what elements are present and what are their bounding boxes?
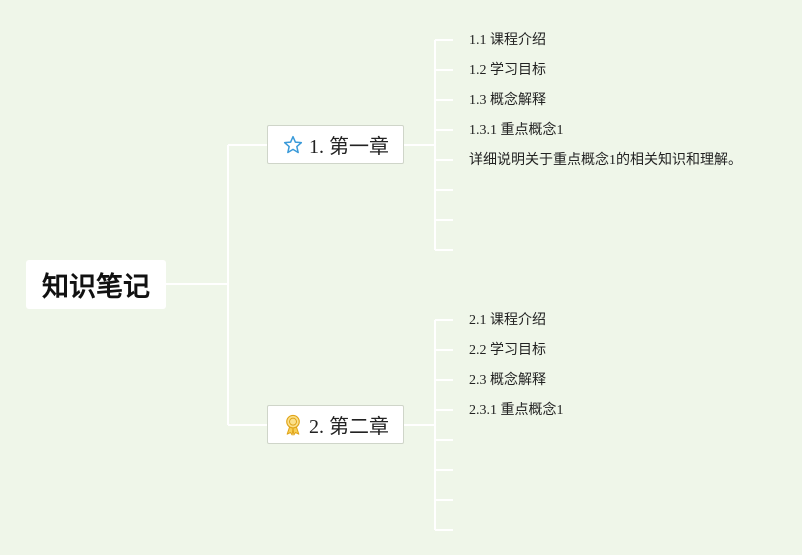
topic-item[interactable]: 1.2 学习目标: [469, 63, 546, 78]
root-node[interactable]: 知识笔记: [26, 260, 166, 309]
topic-item[interactable]: 1.3.1 重点概念1: [469, 123, 564, 138]
award-ribbon-icon: [282, 414, 304, 436]
chapter-title: 2. 第二章: [309, 416, 389, 438]
star-outline-icon: [282, 134, 304, 156]
chapter-node-1[interactable]: 1. 第一章: [267, 125, 404, 164]
topic-item[interactable]: 2.3 概念解释: [469, 373, 546, 388]
root-title: 知识笔记: [42, 272, 150, 303]
topic-item[interactable]: 详细说明关于重点概念1的相关知识和理解。: [469, 153, 742, 168]
topic-item[interactable]: 2.1 课程介绍: [469, 313, 546, 328]
topic-item[interactable]: 1.1 课程介绍: [469, 33, 546, 48]
chapter-title: 1. 第一章: [309, 136, 389, 158]
topic-item[interactable]: 1.3 概念解释: [469, 93, 546, 108]
topic-item[interactable]: 2.3.1 重点概念1: [469, 403, 564, 418]
chapter-node-2[interactable]: 2. 第二章: [267, 405, 404, 444]
topic-item[interactable]: 2.2 学习目标: [469, 343, 546, 358]
